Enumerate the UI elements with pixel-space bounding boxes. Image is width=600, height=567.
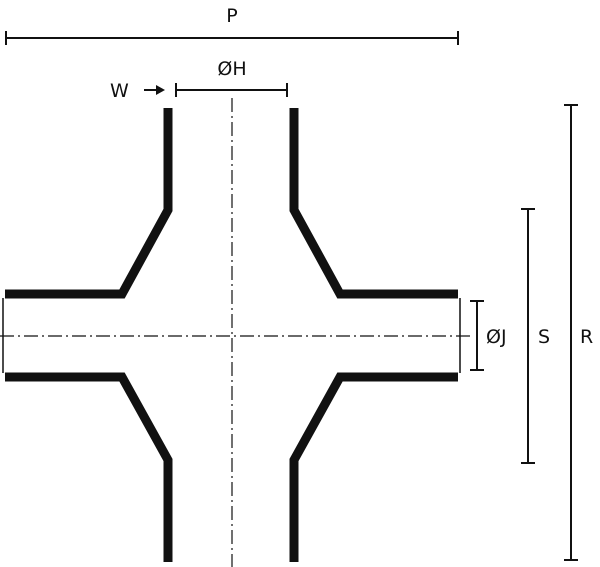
dimension-s: S <box>521 208 550 464</box>
dimension-p: P <box>5 5 459 45</box>
label-r: R <box>580 326 593 348</box>
dimension-w-arrow-head <box>156 85 165 95</box>
dimension-h: ØH <box>175 58 288 97</box>
label-h: ØH <box>217 58 246 80</box>
label-p: P <box>226 5 237 27</box>
dimension-r: R <box>564 104 593 561</box>
label-w: W <box>110 80 129 102</box>
label-j: ØJ <box>486 326 507 348</box>
wall-upper-left <box>5 108 173 299</box>
dimension-w: W <box>110 80 165 102</box>
wall-lower-left <box>5 372 173 562</box>
center-lines <box>0 98 472 567</box>
wall-lower-right <box>289 372 458 562</box>
label-s: S <box>538 326 550 348</box>
wall-upper-right <box>289 108 458 299</box>
dimension-j: ØJ <box>470 300 507 371</box>
